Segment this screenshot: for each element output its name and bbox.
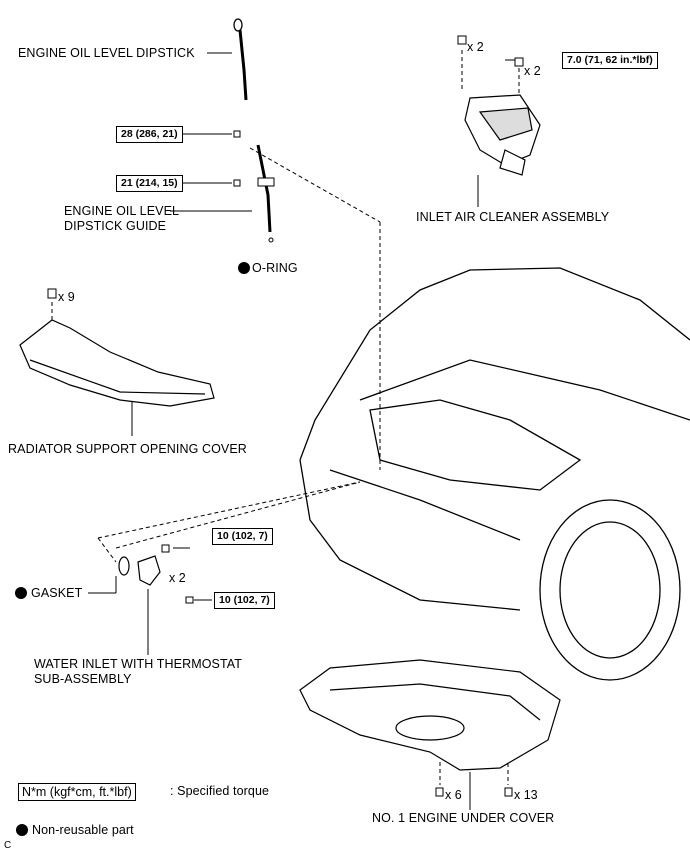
under-qty-1: x 6 (445, 788, 462, 802)
oring-label: O-RING (252, 261, 298, 275)
radiator-qty: x 9 (58, 290, 75, 304)
torque-guide-top: 28 (286, 21) (116, 126, 183, 143)
torque-water-2: 10 (102, 7) (214, 592, 275, 609)
guide-label-1: ENGINE OIL LEVEL (64, 204, 180, 218)
dipstick-label: ENGINE OIL LEVEL DIPSTICK (18, 46, 195, 60)
air-cleaner-part (464, 94, 541, 176)
torque-water-1: 10 (102, 7) (212, 528, 273, 545)
radiator-cover-part (19, 319, 215, 407)
water-inlet-part (118, 555, 161, 586)
gasket-label: GASKET (31, 586, 83, 600)
torque-air-cleaner: 7.0 (71, 62 in.*lbf) (562, 52, 658, 69)
under-cover-part (299, 659, 561, 771)
under-qty-2: x 13 (514, 788, 538, 802)
dipstick-guide-part (256, 144, 275, 243)
water-qty: x 2 (169, 571, 186, 585)
water-label-1: WATER INLET WITH THERMOSTAT (34, 657, 243, 671)
air-qty-2: x 2 (524, 64, 541, 78)
bolt-icon (47, 35, 524, 797)
air-qty-1: x 2 (467, 40, 484, 54)
torque-guide-mid: 21 (214, 15) (116, 175, 183, 192)
vehicle-outline (299, 267, 690, 681)
under-cover-label: NO. 1 ENGINE UNDER COVER (372, 811, 555, 825)
corner-mark: C (4, 840, 12, 851)
water-label-2: SUB-ASSEMBLY (34, 672, 132, 686)
legend-unit-desc: : Specified torque (170, 784, 270, 798)
guide-label-2: DIPSTICK GUIDE (64, 219, 167, 233)
radiator-label: RADIATOR SUPPORT OPENING COVER (8, 442, 247, 456)
inlet-air-label: INLET AIR CLEANER ASSEMBLY (416, 210, 610, 224)
legend-unit: N*m (kgf*cm, ft.*lbf) (18, 783, 136, 801)
legend-nonreusable: Non-reusable part (32, 823, 134, 837)
dipstick-part (233, 18, 248, 101)
nonreusable-dot-icon (15, 262, 250, 836)
